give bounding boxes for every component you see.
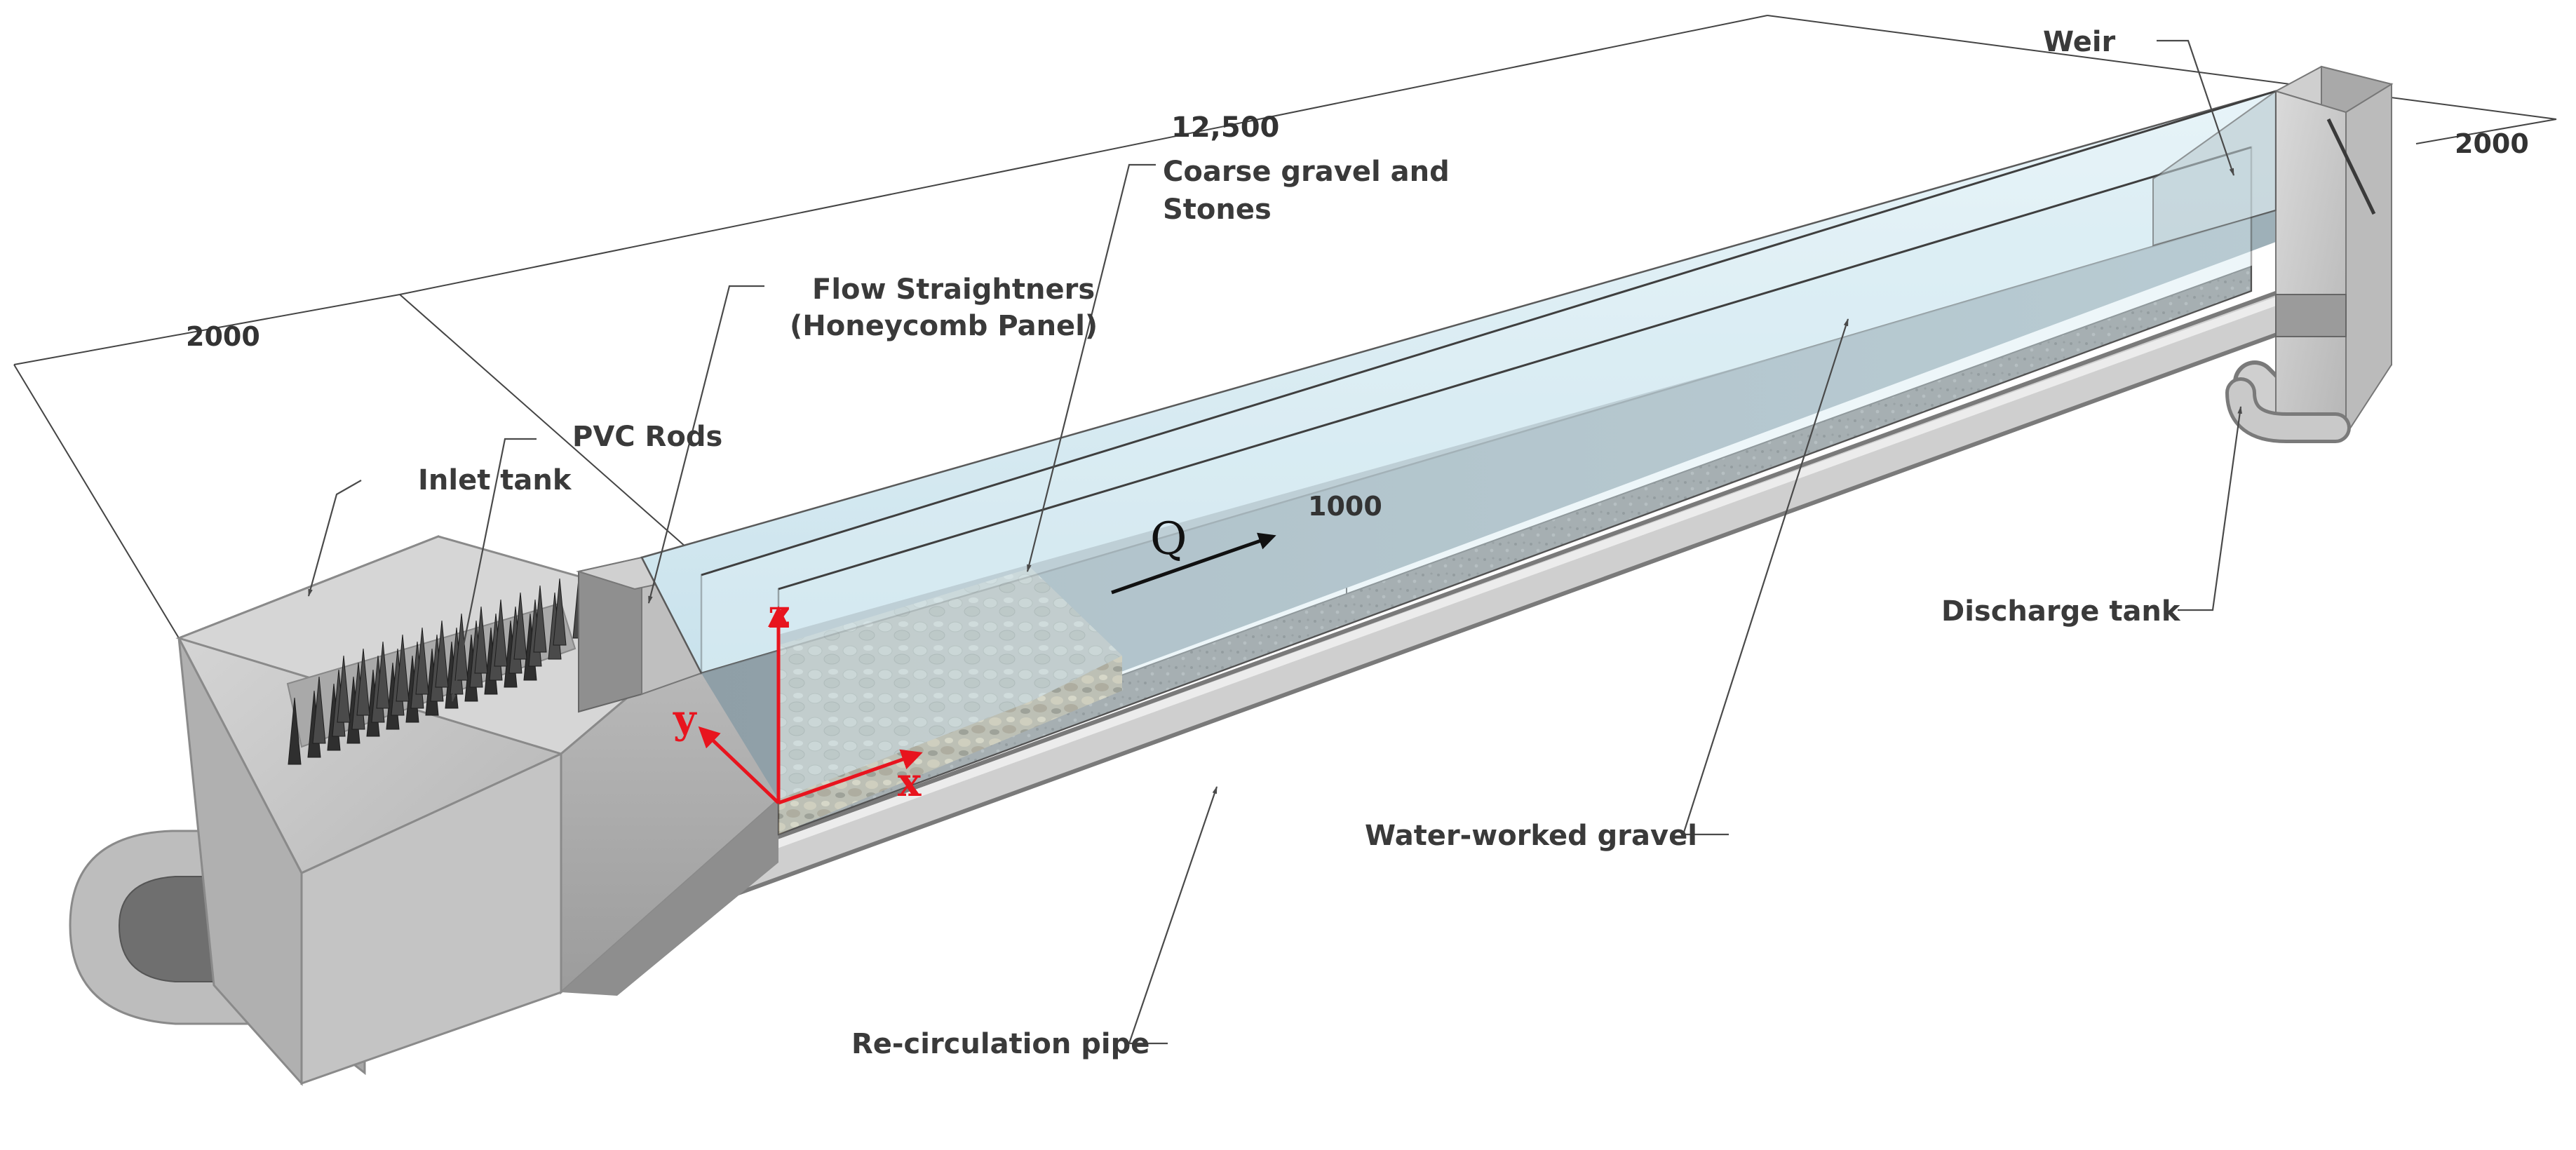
discharge-tank-label: Discharge tank bbox=[1941, 595, 2181, 628]
x-axis-label: x bbox=[898, 759, 922, 806]
pvc-rod bbox=[533, 585, 547, 653]
weir-plate bbox=[2326, 118, 2376, 215]
pvc-rod bbox=[312, 676, 326, 744]
coarse-gravel-label-line2: Stones bbox=[1163, 194, 1272, 226]
pvc-rod bbox=[553, 578, 567, 646]
pvc-rods-label: PVC Rods bbox=[572, 421, 722, 453]
y-axis-label: y bbox=[673, 696, 697, 743]
pvc-rod bbox=[396, 634, 410, 702]
coarse-gravel-label-line1: Coarse gravel and bbox=[1163, 156, 1450, 188]
flow-straightners-label-line2: (Honeycomb Panel) bbox=[790, 310, 1098, 342]
axes-triad: x y z bbox=[673, 591, 923, 806]
pvc-rod bbox=[474, 606, 488, 674]
pvc-rod bbox=[356, 648, 370, 716]
pvc-rod bbox=[288, 697, 302, 765]
weir-label: Weir bbox=[2043, 26, 2116, 58]
depth-dimension: 1000 bbox=[1308, 491, 1382, 522]
outlet-width-dimension: 2000 bbox=[2455, 128, 2529, 159]
flow-indicator: Q bbox=[1111, 513, 1276, 595]
pvc-rod bbox=[337, 655, 351, 723]
pvc-rods bbox=[288, 571, 586, 765]
component-labels: Weir Coarse gravel and Stones Flow Strai… bbox=[418, 26, 2181, 1060]
y-axis-arrow bbox=[698, 726, 780, 804]
pvc-rod bbox=[494, 599, 508, 667]
x-axis-arrow bbox=[778, 749, 923, 805]
water-worked-gravel-label: Water-worked gravel bbox=[1365, 820, 1697, 852]
flume-channel bbox=[640, 90, 2277, 836]
dimension-lines bbox=[13, 15, 2557, 639]
inlet-tank-label: Inlet tank bbox=[418, 464, 572, 496]
pvc-rod bbox=[376, 641, 390, 709]
length-dimension: 12,500 bbox=[1171, 111, 1279, 144]
pvc-rod bbox=[513, 592, 527, 660]
dimension-labels: 12,500 2000 2000 1000 bbox=[186, 111, 2529, 522]
recirculation-pipe-label: Re-circulation pipe bbox=[851, 1028, 1149, 1060]
pvc-rod bbox=[454, 613, 468, 681]
pvc-rod bbox=[415, 627, 429, 695]
flow-label: Q bbox=[1150, 513, 1187, 565]
z-axis-label: z bbox=[768, 591, 790, 637]
leader-lines bbox=[307, 39, 2242, 1045]
inlet-width-dimension: 2000 bbox=[186, 321, 260, 352]
discharge-tank bbox=[2152, 65, 2394, 443]
flow-straightners-label-line1: Flow Straightners bbox=[812, 273, 1095, 306]
flow-arrow bbox=[1111, 532, 1276, 595]
pvc-rod bbox=[435, 620, 449, 688]
